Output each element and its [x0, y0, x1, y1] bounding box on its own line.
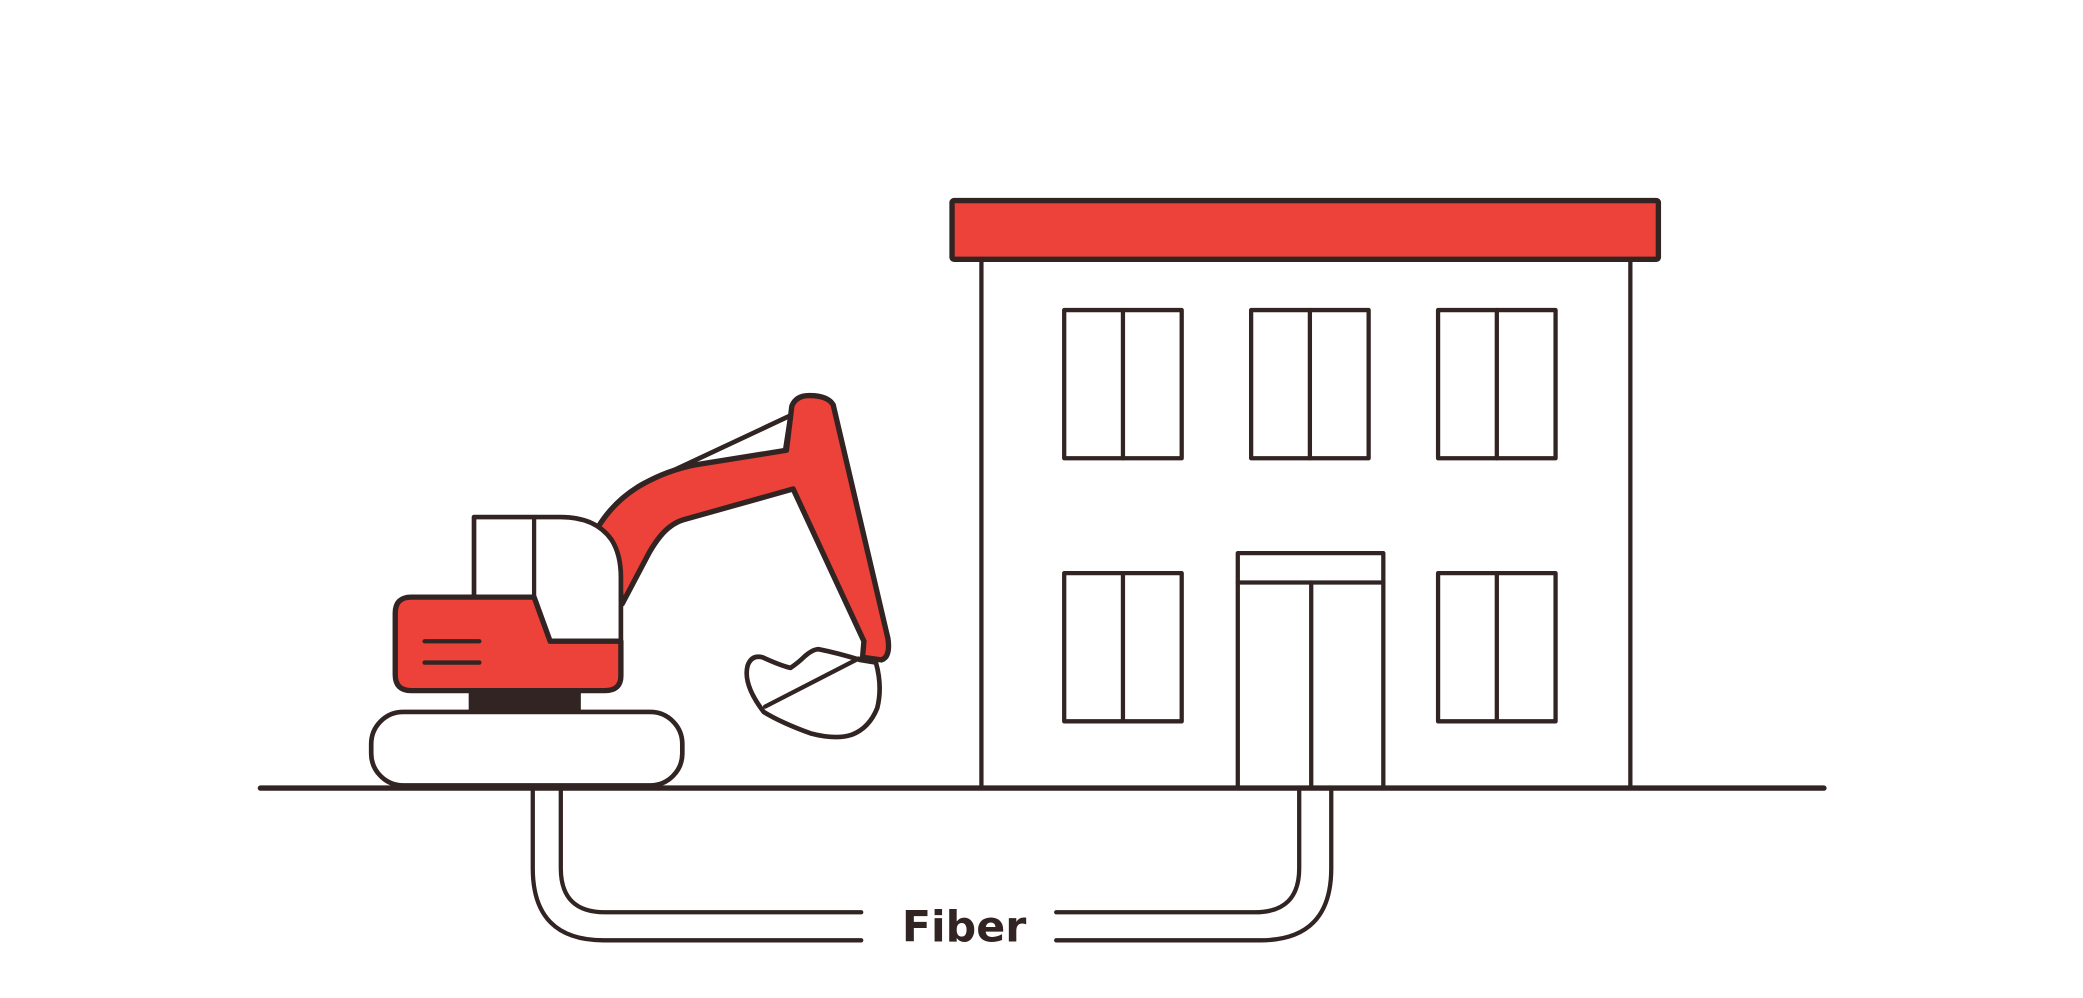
window	[1062, 307, 1184, 461]
excavator-bucket	[744, 646, 882, 740]
conduit-outer-right	[1054, 788, 1334, 943]
fiber-conduit: Fiber	[530, 788, 1334, 953]
conduit-inner-right	[1054, 788, 1302, 915]
conduit-outer-left	[530, 788, 864, 943]
bucket-edge	[762, 656, 861, 709]
fiber-label: Fiber	[902, 903, 1026, 953]
window	[1248, 307, 1371, 461]
building-door	[1235, 550, 1386, 791]
building	[949, 197, 1662, 791]
window	[1435, 570, 1558, 724]
excavator	[368, 392, 892, 788]
excavator-cab	[471, 514, 624, 644]
excavator-boom-arm	[594, 392, 892, 663]
window	[1435, 307, 1558, 461]
window	[1062, 570, 1184, 724]
excavator-body	[392, 594, 624, 694]
building-roof	[949, 197, 1662, 262]
excavator-tracks	[368, 709, 685, 788]
conduit-inner-left	[558, 788, 864, 915]
